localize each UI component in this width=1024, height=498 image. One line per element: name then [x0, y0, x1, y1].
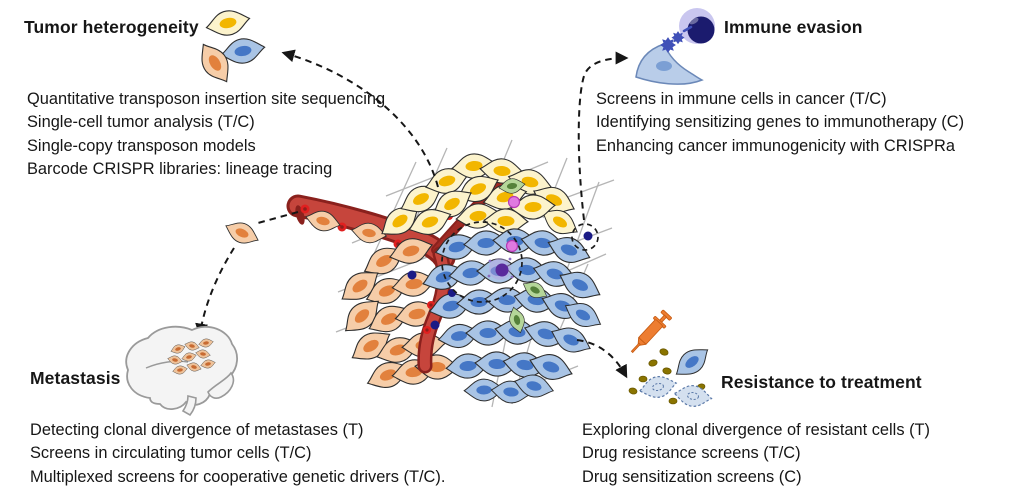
resistance-title: Resistance to treatment — [721, 372, 922, 392]
metastasis-list: Detecting clonal divergence of metastase… — [30, 419, 445, 489]
resistance-icon — [628, 309, 715, 407]
t-cell-icon — [687, 16, 715, 44]
list-item: Enhancing cancer immunogenicity with CRI… — [596, 136, 955, 155]
list-item: Exploring clonal divergence of resistant… — [582, 421, 930, 439]
drug-droplets — [628, 348, 706, 405]
list-item: Single-cell tumor analysis (T/C) — [27, 113, 255, 132]
list-item: Screens in immune cells in cancer (T/C) — [596, 90, 887, 108]
arrow-tumor-to-resistance-icon — [576, 339, 628, 379]
tumor-cell-cluster — [334, 151, 607, 406]
list-item: Drug sensitization screens (C) — [582, 467, 802, 486]
escaping-tumor-cell — [221, 216, 263, 250]
clone-highlight-circles — [441, 221, 599, 303]
list-item: Detecting clonal divergence of metastase… — [30, 421, 364, 439]
brain-icon — [125, 325, 238, 417]
yellow-cell-cluster — [374, 151, 584, 245]
arrow-tumor-to-heterogeneity-icon — [281, 49, 439, 188]
resistant-cell — [669, 340, 715, 384]
resistance-list: Exploring clonal divergence of resistant… — [582, 419, 930, 489]
arrow-tumor-to-immune-icon — [577, 51, 629, 221]
metastasis-route — [195, 211, 299, 337]
list-item: Screens in circulating tumor cells (T/C) — [30, 444, 312, 463]
list-item: Drug resistance screens (T/C) — [582, 444, 801, 463]
list-item: Multiplexed screens for cooperative gene… — [30, 467, 446, 486]
immune-evasion-icon — [635, 8, 715, 85]
list-item: Single-copy transposon models — [27, 136, 256, 155]
immune-evasion-title: Immune evasion — [724, 17, 863, 37]
syringe-icon — [630, 309, 672, 354]
list-item: Quantitative transposon insertion site s… — [27, 90, 386, 108]
tumor-heterogeneity-title: Tumor heterogeneity — [24, 17, 199, 37]
immune-evasion-list: Screens in immune cells in cancer (T/C) I… — [596, 88, 964, 158]
metastasis-title: Metastasis — [30, 368, 121, 388]
list-item: Barcode CRISPR libraries: lineage tracin… — [27, 160, 333, 179]
heterogeneous-cells-icon — [192, 6, 268, 89]
immune-infiltrate-dots — [407, 195, 593, 330]
receptor-icon — [660, 25, 693, 53]
dying-cells — [638, 376, 713, 407]
tumor-heterogeneity-list: Quantitative transposon insertion site s… — [27, 88, 385, 182]
list-item: Identifying sensitizing genes to immunot… — [596, 113, 965, 132]
